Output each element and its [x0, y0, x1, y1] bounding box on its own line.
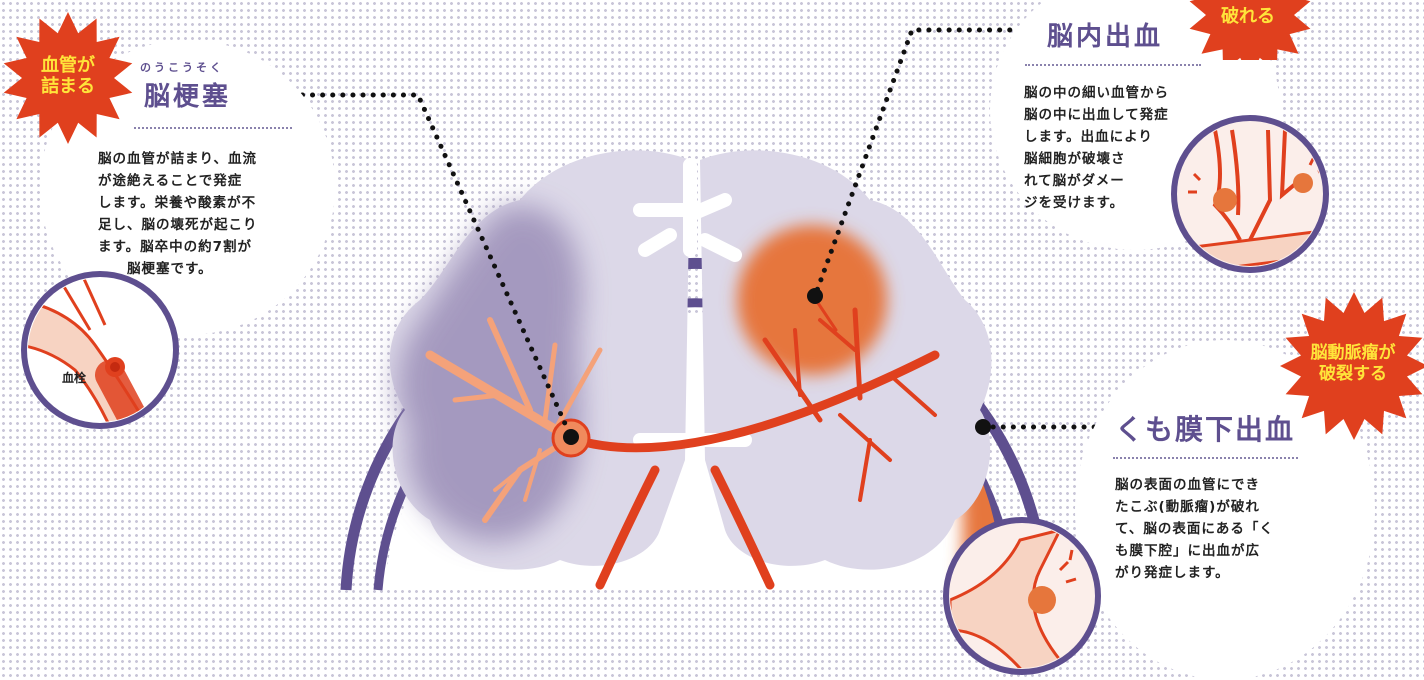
- hemorrhage-rule: [1025, 64, 1201, 66]
- infarction-rule: [134, 127, 292, 129]
- infarction-ruby: のうこうそく: [140, 59, 224, 75]
- subarachnoid-badge-label: 脳動脈瘤が 破裂する: [1292, 343, 1414, 385]
- subarachnoid-title: くも膜下出血: [1115, 408, 1295, 448]
- clot-label: 血栓: [62, 369, 86, 386]
- hemorrhage-title: 脳内出血: [1047, 16, 1163, 53]
- subarachnoid-body: 脳の表面の血管にでき たこぶ(動脈瘤)が破れ て、脳の表面にある「く も膜下腔」…: [1115, 474, 1325, 584]
- infarction-body: 脳の血管が詰まり、血流 が途絶えることで発症 します。栄養や酸素が不 足し、脳の…: [98, 148, 328, 280]
- hemorrhage-body: 脳の中の細い血管から 脳の中に出血して発症 します。出血により 脳細胞が破壊さ …: [1024, 82, 1224, 214]
- infarction-badge-label: 血管が 詰まる: [28, 55, 108, 97]
- infarction-title: 脳梗塞: [144, 76, 231, 113]
- subarachnoid-rule: [1113, 457, 1298, 459]
- hemorrhage-badge-label: 破れる: [1208, 6, 1288, 27]
